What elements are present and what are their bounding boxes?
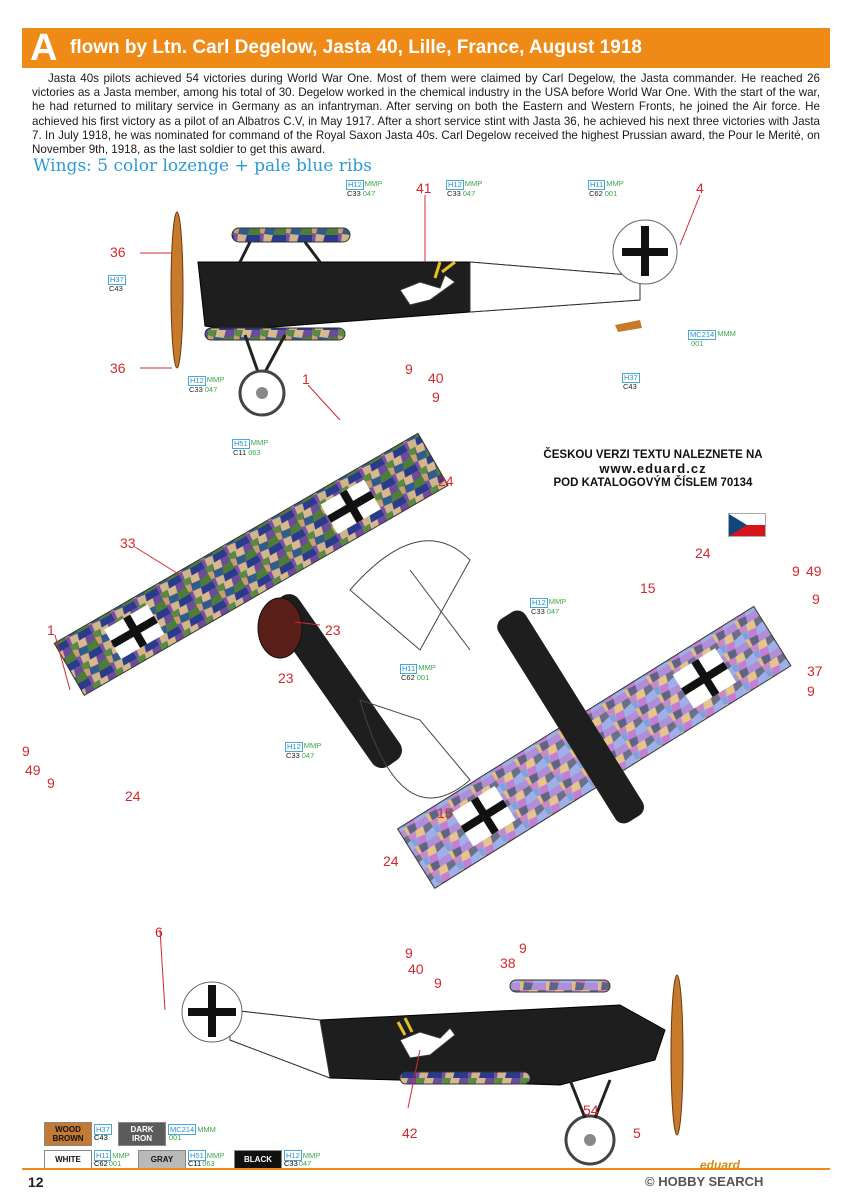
footer-rule [22,1168,830,1170]
callout-23-a: 23 [325,622,341,638]
callout-49-a: 49 [25,762,41,778]
side-profile-right [181,974,684,1166]
callout-9-d: 9 [47,775,55,791]
fuselage-top [268,594,402,768]
callout-33: 33 [120,535,136,551]
pilot-biography: Jasta 40s pilots achieved 54 victories d… [32,72,820,157]
page-number: 12 [28,1174,44,1190]
top-view-lower [396,605,792,890]
callout-9-h: 9 [405,945,413,961]
hobby-search-watermark: © HOBBY SEARCH [645,1174,764,1189]
profile-title: flown by Ltn. Carl Degelow, Jasta 40, Li… [70,37,642,58]
callout-1-top: 1 [302,371,310,387]
czech-version-note: ČESKOU VERZI TEXTU NALEZNETE NA www.edua… [528,448,778,490]
tail-skid [615,320,642,332]
callout-54: 54 [583,1102,599,1118]
lower-wing-side [204,327,346,341]
callout-40-a: 40 [428,370,444,386]
title-banner: A flown by Ltn. Carl Degelow, Jasta 40, … [22,28,830,68]
upper-wing-side [231,227,351,243]
callout-1-left: 1 [47,622,55,638]
stag-emblem [399,274,456,306]
wings-note: Wings: 5 color lozenge + pale blue ribs [33,156,372,176]
callout-36-propeller-lower: 36 [110,360,126,376]
callout-24-b: 24 [125,788,141,804]
callout-42: 42 [402,1125,418,1141]
paint-code-tag: H37 C43 [108,275,126,293]
callout-9-f: 9 [812,591,820,607]
white-tail-band [469,261,641,313]
eduard-logo: eduard [700,1158,741,1172]
callout-9-b: 9 [432,389,440,405]
callout-9-c: 9 [22,743,30,759]
propeller [170,211,184,369]
callout-5: 5 [633,1125,641,1141]
callout-24-d: 24 [383,853,399,869]
callout-24-c: 24 [695,545,711,561]
czech-url[interactable]: www.eduard.cz [599,461,707,476]
callout-9-a: 9 [405,361,413,377]
propeller-right [670,974,684,1136]
callout-49-b: 49 [806,563,822,579]
side-profile-left [170,211,678,417]
callout-4: 4 [696,180,704,196]
callout-15-b: 15 [437,805,453,821]
callout-37: 37 [807,663,823,679]
czech-line-1: ČESKOU VERZI TEXTU NALEZNETE NA [543,449,763,461]
fuselage-underside [497,610,644,824]
tail-outline [349,540,471,799]
callout-36-propeller: 36 [110,244,126,260]
callout-15-a: 15 [640,580,656,596]
callout-41: 41 [416,180,432,196]
callout-38: 38 [500,955,516,971]
callout-6: 6 [155,924,163,940]
callout-23-b: 23 [278,670,294,686]
callout-24-a: 24 [438,473,454,489]
top-view-upper [53,432,449,768]
callout-9-g: 9 [807,683,815,699]
czech-flag-icon [728,513,766,537]
cowling [257,597,303,659]
stag-emblem-right [399,1027,456,1059]
czech-line-3: POD KATALOGOVÝM ČÍSLEM 70134 [553,477,753,489]
callout-9-j: 9 [519,940,527,956]
upper-wing-top [53,432,449,696]
callout-9-e: 9 [792,563,800,579]
paint-code-tag: H37 C43 [622,373,640,391]
profile-letter: A [30,27,58,69]
leader-lines [54,194,701,1109]
callout-40-b: 40 [408,961,424,977]
callout-9-i: 9 [434,975,442,991]
